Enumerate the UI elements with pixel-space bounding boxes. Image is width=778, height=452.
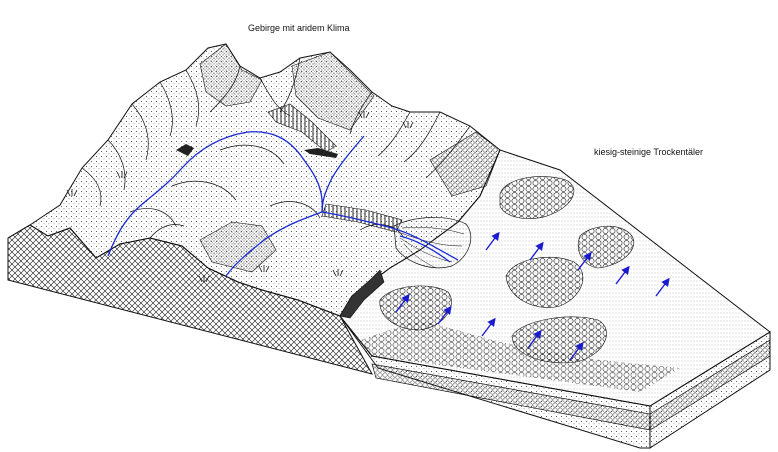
mountain-dense-slope-south [199,221,277,273]
shrub-icon [402,121,414,129]
flow-arrow-icon [569,341,584,361]
mountain-dense-slope-left [199,43,263,107]
shrub-icon [198,275,210,283]
flow-arrow-icon [655,277,670,297]
flow-arrow-icon [485,231,500,251]
scree-cliff-upper [267,103,337,153]
gravel-field-1 [499,176,575,219]
gravel-plain-circles [360,320,680,392]
scree-cliff-front [339,269,385,319]
valley-label: kiesig-steinige Trockentäler [594,147,704,157]
flow-arrow-icon [395,293,410,313]
dark-scree-patch [304,148,338,158]
gravel-field-3 [505,256,584,308]
shrub-icon [116,171,128,179]
shrubs [66,111,414,283]
mountain-dense-slope-center [291,51,375,131]
shrub-icon [332,269,344,277]
gravel-field-5 [511,316,607,364]
dark-scree-patch [176,144,194,156]
flow-arrow-icon [481,317,496,337]
river-network [107,131,459,277]
flow-arrow-icon [437,305,452,325]
block-front-layer-band [371,363,651,431]
flow-arrows [395,231,670,361]
shrub-icon [258,265,270,273]
flow-arrow-icon [615,265,630,285]
mountain-label: Gebirge mit aridem Klima [248,23,350,33]
flow-arrow-icon [577,251,592,271]
mountain-dense-slope-right [429,131,501,197]
shrub-icon [358,111,370,119]
gravel-field-2 [578,225,635,269]
flow-arrow-icon [529,241,544,261]
flow-arrow-icon [527,329,542,349]
mountain-range-main [7,43,501,317]
shrub-icon [66,189,78,197]
